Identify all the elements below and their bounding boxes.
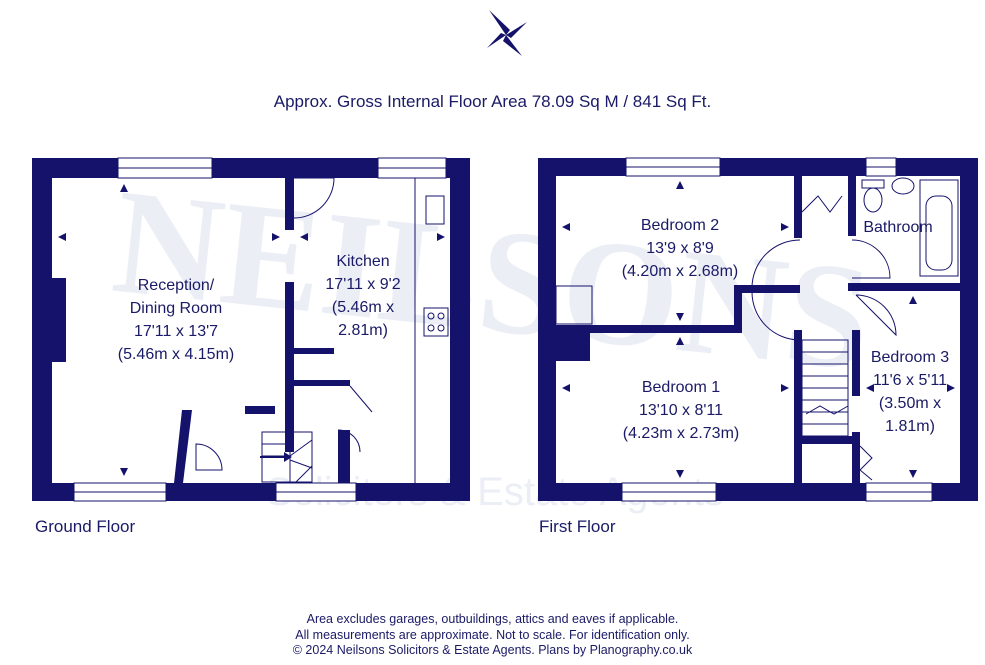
- reception-name-line1: Reception/: [138, 277, 215, 294]
- bedroom3-name: Bedroom 3: [871, 349, 949, 366]
- copyright-line: © 2024 Neilsons Solicitors & Estate Agen…: [292, 643, 693, 657]
- bedroom2-name: Bedroom 2: [641, 217, 719, 234]
- kitchen-metric-line2: 2.81m): [338, 322, 388, 339]
- floor-area-title: Approx. Gross Internal Floor Area 78.09 …: [273, 92, 712, 111]
- stair-arrow-icon: [260, 452, 292, 462]
- reception-name-line2: Dining Room: [130, 300, 222, 317]
- watermark-brand: NEILSONS: [106, 158, 878, 402]
- kitchen-imperial: 17'11 x 9'2: [325, 276, 400, 293]
- first-floor-dimension-markers: [562, 181, 955, 478]
- room-label-bedroom3: Bedroom 3 11'6 x 5'11 (3.50m x 1.81m): [871, 349, 949, 435]
- first-floor-label: First Floor: [539, 517, 616, 536]
- bedroom3-metric-line2: 1.81m): [885, 418, 935, 435]
- disclaimer-line1: Area excludes garages, outbuildings, att…: [306, 612, 679, 626]
- bedroom2-imperial: 13'9 x 8'9: [646, 240, 714, 257]
- ground-floor-label: Ground Floor: [35, 517, 136, 536]
- first-floor-walls: [538, 158, 978, 501]
- bedroom3-metric-line1: (3.50m x: [879, 395, 941, 412]
- kitchen-metric-line1: (5.46m x: [332, 299, 394, 316]
- kitchen-name: Kitchen: [336, 253, 389, 270]
- ground-floor-walls: [32, 158, 470, 501]
- disclaimer: Area excludes garages, outbuildings, att…: [0, 612, 985, 659]
- first-floor-fixtures: [555, 157, 959, 502]
- room-label-bedroom2: Bedroom 2 13'9 x 8'9 (4.20m x 2.68m): [622, 217, 738, 280]
- room-label-bedroom1: Bedroom 1 13'10 x 8'11 (4.23m x 2.73m): [623, 379, 739, 442]
- compass-icon: [487, 10, 527, 56]
- ground-floor-dimension-markers: [58, 184, 445, 476]
- bedroom3-imperial: 11'6 x 5'11: [873, 372, 947, 389]
- bedroom2-metric: (4.20m x 2.68m): [622, 263, 738, 280]
- bedroom1-name: Bedroom 1: [642, 379, 720, 396]
- reception-metric: (5.46m x 4.15m): [118, 346, 234, 363]
- room-label-kitchen: Kitchen 17'11 x 9'2 (5.46m x 2.81m): [325, 253, 400, 339]
- bedroom1-imperial: 13'10 x 8'11: [639, 402, 723, 419]
- room-label-reception: Reception/ Dining Room 17'11 x 13'7 (5.4…: [118, 277, 234, 363]
- bathroom-name: Bathroom: [863, 219, 932, 236]
- bedroom1-metric: (4.23m x 2.73m): [623, 425, 739, 442]
- disclaimer-line2: All measurements are approximate. Not to…: [295, 627, 690, 642]
- reception-imperial: 17'11 x 13'7: [134, 323, 218, 340]
- watermark: NEILSONS Solicitors & Estate Agents: [106, 158, 878, 514]
- ground-floor-fixtures: [73, 157, 449, 502]
